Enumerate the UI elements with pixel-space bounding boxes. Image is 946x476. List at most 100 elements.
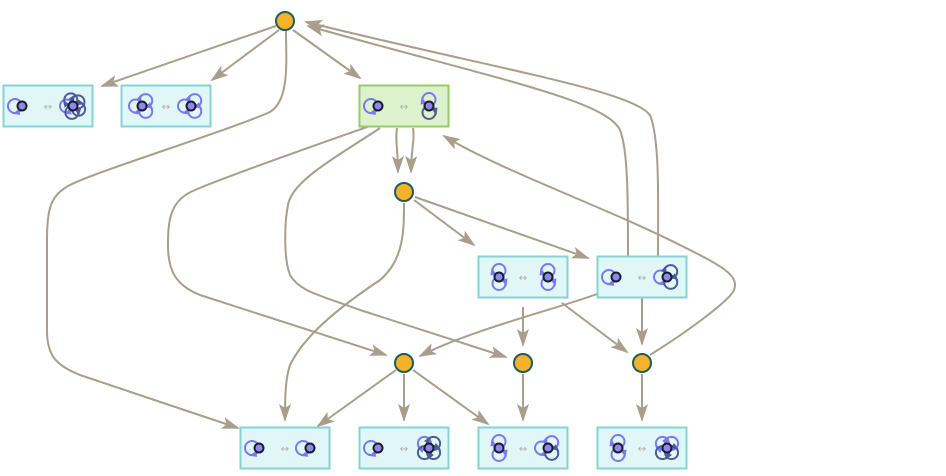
event-node-j0[interactable]	[275, 11, 295, 31]
edge-j2-to-b8	[412, 369, 490, 426]
edge-j1-to-b4	[413, 199, 476, 247]
edge-b3-to-j2	[166, 125, 388, 356]
rule-left-graph	[609, 434, 627, 462]
edge-line	[413, 199, 475, 246]
equivalence-icon: ↔	[638, 444, 646, 455]
edge-line	[443, 135, 737, 356]
edge-b5-to-j2	[418, 293, 598, 357]
arrowhead-icon	[210, 65, 229, 82]
edge-j4-to-b3	[442, 135, 737, 356]
edge-line	[166, 125, 387, 356]
event-node-j2[interactable]	[394, 353, 414, 373]
edge-b3-to-j1	[391, 127, 404, 174]
arrowhead-icon	[220, 417, 240, 429]
edge-line	[419, 293, 598, 357]
equivalence-icon: ↔	[44, 102, 52, 113]
edge-line	[561, 302, 628, 353]
arrowhead-icon	[457, 230, 476, 247]
rule-box-b9[interactable]: ↔	[596, 426, 688, 470]
edge-line	[292, 29, 361, 79]
edge-j1-to-b5	[414, 196, 590, 259]
edge-j0-to-b3	[292, 29, 362, 80]
arrowhead-icon	[636, 404, 648, 422]
arrowhead-icon	[279, 404, 291, 422]
rule-left-graph	[601, 269, 622, 286]
vertex-icon	[542, 271, 554, 283]
rule-left-graph	[490, 263, 508, 291]
rule-box-b4[interactable]: ↔	[477, 255, 569, 299]
edges-layer	[46, 20, 737, 429]
vertex-icon	[372, 100, 384, 112]
equivalence-icon: ↔	[400, 444, 408, 455]
edge-line	[412, 369, 489, 425]
edge-j2-to-b7	[398, 374, 410, 422]
arrowhead-icon	[570, 247, 590, 259]
edge-j4-to-b9	[636, 374, 648, 422]
vertex-icon	[661, 442, 673, 454]
rule-box-b7[interactable]: ↔	[358, 426, 450, 470]
edge-j1-to-b6	[279, 202, 405, 422]
arrowhead-icon	[100, 75, 120, 87]
arrowhead-icon	[398, 404, 410, 422]
edge-b3-to-j3	[284, 127, 508, 358]
arrowhead-icon	[306, 24, 325, 37]
rule-box-b2[interactable]: ↔	[120, 84, 212, 128]
rule-left-graph	[363, 440, 384, 457]
rule-box-b1[interactable]: ↔	[2, 84, 94, 128]
rule-right-graph	[653, 264, 679, 290]
rule-right-graph	[59, 92, 87, 120]
arrowhead-icon	[316, 411, 335, 428]
arrowhead-icon	[517, 329, 529, 347]
edge-j0-to-b1	[100, 25, 277, 87]
rule-box-b5[interactable]: ↔	[596, 255, 688, 299]
vertex-icon	[610, 271, 622, 283]
rule-right-graph	[654, 435, 680, 461]
edge-b5-to-j4	[636, 298, 648, 346]
arrowhead-icon	[304, 20, 323, 32]
rule-left-graph	[244, 440, 265, 457]
vertex-icon	[372, 442, 384, 454]
vertex-icon	[423, 100, 435, 112]
equivalence-icon: ↔	[162, 102, 170, 113]
rule-left-graph	[490, 434, 508, 462]
equivalence-icon: ↔	[400, 102, 408, 113]
arrowhead-icon	[471, 409, 490, 426]
event-node-j3[interactable]	[513, 353, 533, 373]
vertex-icon	[136, 100, 148, 112]
rule-box-b8[interactable]: ↔	[477, 426, 569, 470]
edge-b5-to-j0	[306, 24, 629, 258]
rule-right-graph	[539, 263, 557, 291]
junctions-layer	[275, 11, 652, 373]
vertex-icon	[493, 271, 505, 283]
arrowhead-icon	[610, 337, 629, 354]
rule-box-b6[interactable]: ↔	[239, 426, 331, 470]
vertex-icon	[661, 271, 673, 283]
rule-left-graph	[363, 98, 384, 115]
arrowhead-icon	[418, 343, 437, 357]
arrowhead-icon	[442, 135, 461, 150]
edge-b5-to-j0	[304, 20, 660, 258]
vertex-icon	[542, 442, 554, 454]
edge-j2-to-b6	[316, 369, 397, 428]
edge-line	[317, 369, 397, 427]
event-node-j1[interactable]	[394, 182, 414, 202]
edge-b4-to-j3	[517, 307, 529, 347]
edge-j0-to-b2	[210, 29, 280, 82]
event-node-j4[interactable]	[632, 353, 652, 373]
arrowhead-icon	[368, 344, 388, 356]
arrowhead-icon	[391, 156, 404, 174]
vertex-icon	[612, 442, 624, 454]
rule-right-graph	[534, 435, 560, 461]
edge-j0-to-b6	[46, 30, 288, 429]
equivalence-icon: ↔	[638, 273, 646, 284]
vertex-icon	[423, 442, 435, 454]
edge-line	[307, 25, 629, 258]
edge-line	[305, 21, 660, 258]
rule-right-graph	[295, 440, 316, 457]
arrowhead-icon	[488, 346, 508, 358]
edge-line	[211, 29, 280, 81]
rule-box-b3[interactable]: ↔	[358, 84, 450, 128]
vertex-icon	[304, 442, 316, 454]
rules-layer: ↔ ↔ ↔ ↔ ↔ ↔ ↔ ↔ ↔	[2, 84, 688, 470]
